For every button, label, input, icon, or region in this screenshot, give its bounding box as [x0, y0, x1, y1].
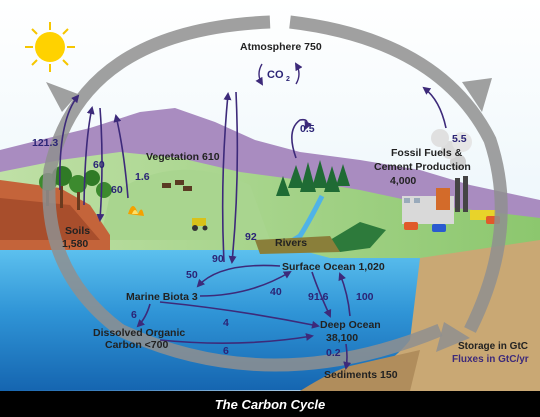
flux-value-60-a: 60 [93, 159, 105, 171]
flux-value-100: 100 [356, 291, 374, 303]
flux-arrow-40 [199, 270, 292, 297]
deep-ocean-value: 38,100 [326, 332, 358, 344]
flux-value-0-5: 0.5 [300, 123, 315, 135]
flux-arrow-60-down [96, 107, 105, 222]
flux-arrow-90 [221, 92, 232, 263]
flux-arrow-6-a [136, 303, 151, 328]
tractor-icon [192, 218, 208, 231]
sediment-shore [300, 240, 540, 391]
flux-arrows [59, 86, 447, 370]
flux-value-0-2: 0.2 [326, 347, 341, 359]
flux-arrow-0-2 [343, 343, 352, 370]
legend-flux: Fluxes in GtC/yr [452, 354, 529, 365]
flux-arrow-0-5 [291, 118, 312, 159]
flux-arrow-60-up [83, 106, 95, 206]
flux-value-91-6: 91.6 [308, 291, 329, 303]
flux-arrow-6-b [159, 333, 314, 344]
sediments-label: Sediments 150 [324, 369, 398, 381]
fossil-fuels-label-2: Cement Production [374, 161, 471, 173]
flux-value-60-b: 60 [111, 184, 123, 196]
rivers-label: Rivers [275, 237, 307, 249]
flux-arrow-4 [159, 301, 320, 329]
caption-bar: The Carbon Cycle [0, 391, 540, 417]
caption-title: The Carbon Cycle [214, 396, 326, 412]
flux-value-50: 50 [186, 269, 198, 281]
doc-label-1: Dissolved Organic [93, 327, 185, 339]
co2-label: CO [267, 69, 284, 81]
sun-icon [25, 22, 75, 72]
flux-value-5-5: 5.5 [452, 133, 467, 145]
flux-value-6-b: 6 [223, 345, 229, 357]
flux-value-92: 92 [245, 231, 257, 243]
hill [100, 169, 270, 240]
vegetation-label: Vegetation 610 [146, 151, 220, 163]
cycle-arrow-bottom [117, 323, 443, 372]
flux-arrow-100 [338, 272, 351, 317]
cycle-arrow-left [42, 15, 271, 336]
flux-arrow-50 [196, 264, 281, 288]
diagram-canvas: CO 2 Atmosphere 750 Vegetation 610 Fossi… [0, 0, 540, 391]
flux-arrow-1-6 [113, 114, 129, 199]
soils-label: Soils [65, 225, 90, 237]
flux-value-6-a: 6 [131, 309, 137, 321]
flux-value-121-3: 121.3 [32, 137, 58, 149]
surface-ocean-label: Surface Ocean 1,020 [282, 261, 385, 273]
flux-value-4: 4 [223, 317, 229, 329]
fossil-fuels-label-1: Fossil Fuels & [391, 147, 463, 159]
marine-biota-label: Marine Biota 3 [126, 291, 198, 303]
co2-symbol: CO 2 [255, 62, 303, 86]
soils-value: 1,580 [62, 238, 88, 250]
factory-icon [402, 129, 500, 232]
flux-value-1-6: 1.6 [135, 171, 150, 183]
deep-ocean-label: Deep Ocean [320, 319, 381, 331]
flux-arrow-91-6 [311, 271, 332, 318]
wetland [330, 222, 386, 252]
fossil-fuels-value: 4,000 [390, 175, 416, 187]
flux-arrow-121 [59, 94, 80, 191]
flux-value-40: 40 [270, 286, 282, 298]
atmosphere-label: Atmosphere 750 [240, 41, 322, 53]
flux-arrow-92 [228, 91, 239, 264]
legend-storage: Storage in GtC [458, 341, 528, 352]
flux-arrow-5-5 [422, 86, 447, 129]
cycle-arrow-right [289, 15, 508, 333]
co2-subscript: 2 [286, 76, 290, 83]
doc-label-2: Carbon <700 [105, 339, 168, 351]
livestock-icon [162, 180, 192, 191]
flux-value-90: 90 [212, 253, 224, 265]
fire-icon [128, 206, 144, 216]
conifer-forest [276, 160, 350, 196]
